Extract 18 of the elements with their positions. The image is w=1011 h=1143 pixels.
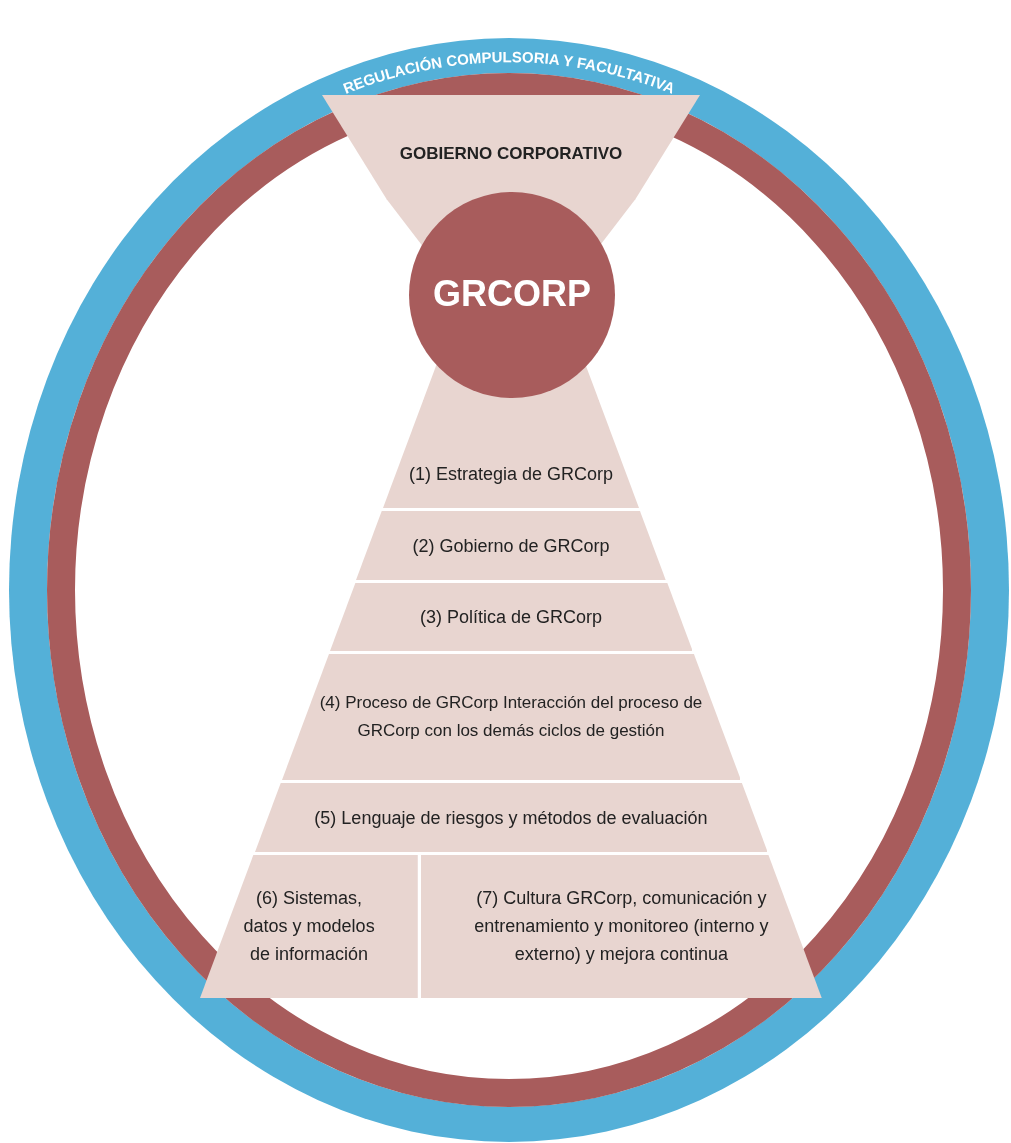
layer-text: (1) Estrategia de GRCorp — [407, 463, 615, 486]
pyramid-layer — [356, 511, 666, 580]
pyramid-layer — [254, 783, 768, 852]
pyramid-block — [200, 855, 418, 998]
layer-text: (4) Proceso de GRCorp Interacción del proceso de GRCorp con los demás ciclos de gestión — [318, 692, 704, 742]
pyramid-layer — [281, 654, 741, 780]
pyramid-layer — [383, 400, 639, 508]
layer-text: (6) Sistemas, datos y modelos de información — [242, 887, 376, 966]
pyramid-block — [421, 855, 822, 998]
layer-text: (2) Gobierno de GRCorp — [411, 534, 611, 558]
regulation-ring — [9, 38, 1009, 1142]
layer-text: (7) Cultura GRCorp, comunicación y entrenamiento y monitoreo (interno y externo) y mejora continua — [473, 887, 770, 966]
top-trapezoid — [322, 95, 700, 200]
layer-text: (3) Política de GRCorp — [418, 606, 604, 629]
layer-text: GOBIERNO CORPORATIVO — [398, 143, 624, 165]
pyramid-layer — [329, 583, 693, 651]
circle-text: GRCORP — [432, 272, 592, 316]
layer-text: (5) Lenguaje de riesgos y métodos de evaluación — [313, 806, 709, 830]
